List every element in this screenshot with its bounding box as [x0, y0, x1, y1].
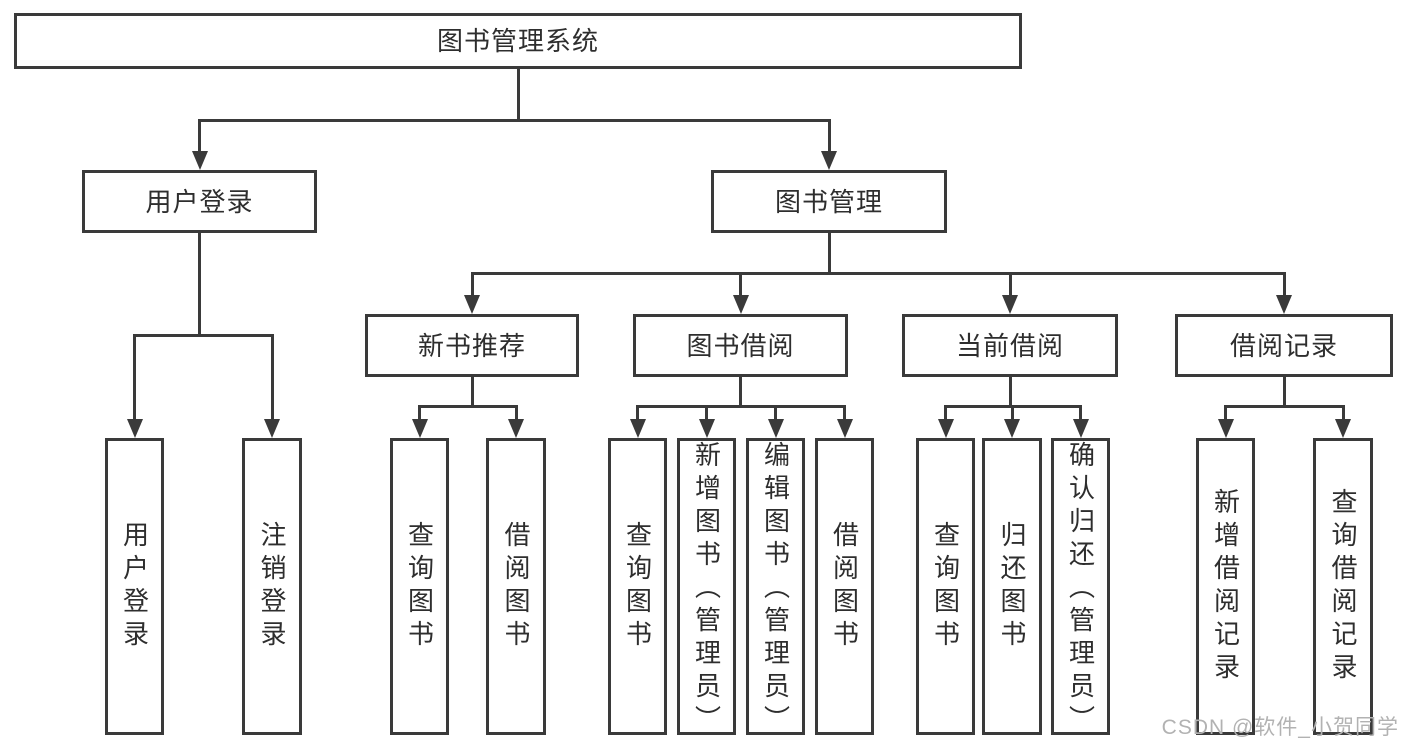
- arrow-down-icon: [508, 419, 524, 438]
- connector-line: [516, 69, 520, 120]
- arrow-down-icon: [821, 151, 837, 170]
- node-leaf-add-book: 新增图书（管理员）: [677, 438, 736, 738]
- connector-line: [133, 335, 136, 421]
- arrow-down-icon: [1004, 419, 1020, 438]
- node-new-book-rec: 新书推荐: [365, 314, 579, 377]
- node-leaf-borrow-2: 借阅图书: [815, 438, 874, 735]
- node-leaf-return: 归还图书: [982, 438, 1042, 735]
- node-leaf-confirm: 确认归还（管理员）: [1051, 438, 1110, 738]
- arrow-down-icon: [126, 419, 143, 438]
- connector-line: [133, 333, 274, 337]
- connector-line: [705, 406, 708, 421]
- connector-line: [470, 377, 474, 406]
- connector-line: [636, 404, 846, 408]
- node-leaf-login: 用户登录: [105, 438, 164, 735]
- arrow-down-icon: [464, 295, 480, 314]
- node-book-borrow: 图书借阅: [633, 314, 848, 377]
- arrow-down-icon: [732, 295, 749, 314]
- arrow-down-icon: [836, 419, 853, 438]
- arrow-down-icon: [937, 419, 954, 438]
- connector-line: [944, 406, 947, 421]
- connector-line: [198, 118, 831, 122]
- arrow-down-icon: [1335, 419, 1351, 438]
- arrow-down-icon: [191, 151, 208, 170]
- arrow-down-icon: [411, 419, 428, 438]
- node-leaf-logout: 注销登录: [242, 438, 302, 735]
- connector-line: [418, 406, 421, 421]
- connector-line: [739, 273, 742, 297]
- node-current-borrow: 当前借阅: [902, 314, 1118, 377]
- node-leaf-borrow-1: 借阅图书: [486, 438, 546, 735]
- node-user-login: 用户登录: [82, 170, 317, 233]
- node-leaf-query-2: 查询图书: [608, 438, 667, 735]
- connector-line: [270, 335, 274, 421]
- connector-line: [1282, 273, 1286, 297]
- csdn-watermark: CSDN @软件_小贺同学: [1161, 716, 1399, 739]
- arrow-down-icon: [767, 419, 784, 438]
- node-book-mgmt: 图书管理: [711, 170, 947, 233]
- connector-line: [774, 406, 777, 421]
- connector-line: [1010, 406, 1014, 421]
- arrow-down-icon: [264, 419, 280, 438]
- connector-line: [418, 404, 518, 408]
- connector-line: [827, 233, 831, 273]
- arrow-down-icon: [698, 419, 715, 438]
- connector-line: [1224, 406, 1227, 421]
- arrow-down-icon: [629, 419, 646, 438]
- node-leaf-query-3: 查询图书: [916, 438, 975, 735]
- arrow-down-icon: [1002, 295, 1018, 314]
- connector-line: [470, 273, 474, 297]
- connector-line: [636, 406, 639, 421]
- connector-line: [843, 406, 846, 421]
- arrow-down-icon: [1276, 295, 1292, 314]
- connector-line: [1079, 406, 1082, 421]
- arrow-down-icon: [1072, 419, 1089, 438]
- connector-line: [827, 120, 831, 153]
- arrow-down-icon: [1217, 419, 1234, 438]
- connector-line: [198, 120, 201, 153]
- connector-line: [1224, 404, 1345, 408]
- node-leaf-add-record: 新增借阅记录: [1196, 438, 1255, 735]
- node-borrow-records: 借阅记录: [1175, 314, 1393, 377]
- connector-line: [198, 233, 201, 335]
- node-leaf-edit-book: 编辑图书（管理员）: [746, 438, 805, 738]
- connector-line: [1008, 273, 1012, 297]
- node-leaf-query-1: 查询图书: [390, 438, 449, 735]
- node-root: 图书管理系统: [14, 13, 1022, 69]
- node-leaf-query-record: 查询借阅记录: [1313, 438, 1373, 735]
- connector-line: [1282, 377, 1286, 406]
- connector-line: [739, 377, 742, 406]
- connector-line: [514, 406, 518, 421]
- connector-line: [1341, 406, 1345, 421]
- connector-line: [470, 271, 1286, 275]
- connector-line: [1008, 377, 1012, 406]
